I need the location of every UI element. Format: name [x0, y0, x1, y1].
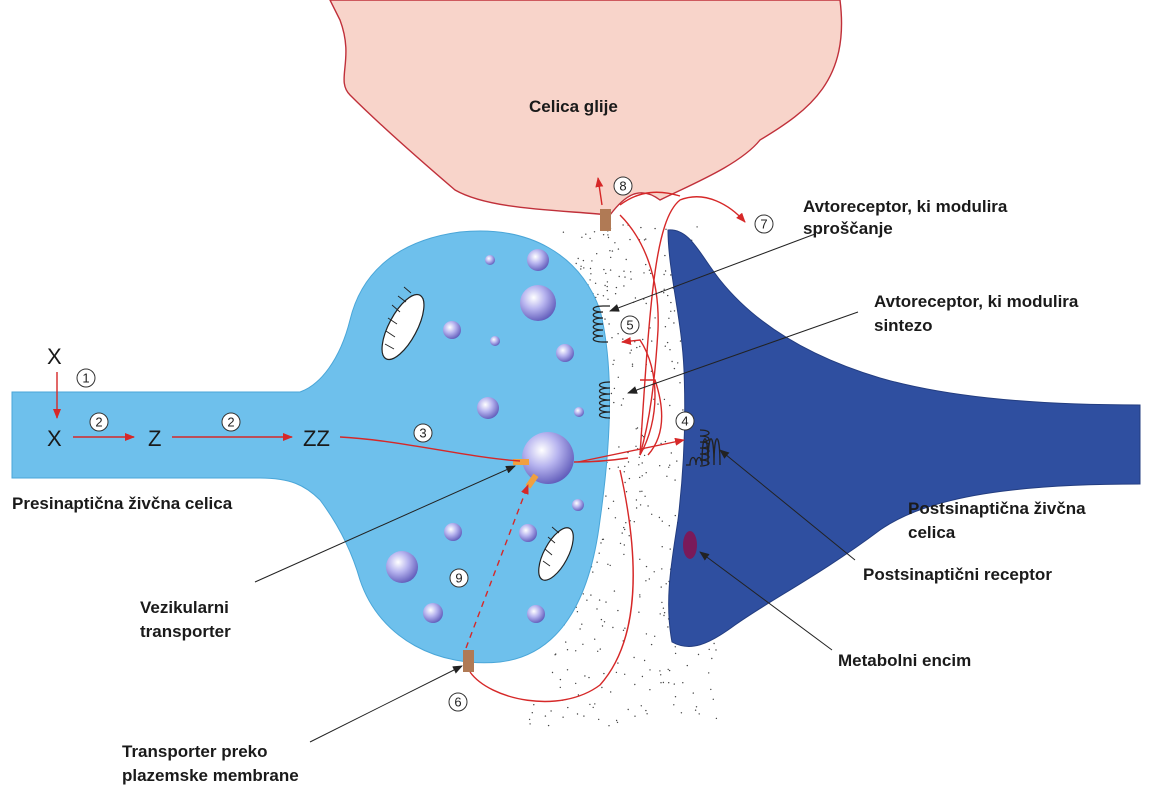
vesicle — [444, 523, 462, 541]
vesicle — [527, 605, 545, 623]
step-marker-7: 7 — [755, 215, 773, 233]
step-marker-6: 6 — [449, 693, 467, 711]
svg-text:2: 2 — [227, 415, 234, 430]
glia-transporter — [600, 209, 611, 231]
label-autoreceptor-release: Avtoreceptor, ki modulira sproščanje — [803, 197, 1012, 238]
label-presynaptic-neuron: Presinaptična živčna celica — [12, 494, 233, 513]
vesicle — [386, 551, 418, 583]
vesicle — [477, 397, 499, 419]
vesicle — [520, 285, 556, 321]
label-vesicular-transporter: Vezikularni transporter — [140, 598, 234, 641]
svg-text:9: 9 — [455, 571, 462, 586]
vesicle — [443, 321, 461, 339]
step-marker-8: 8 — [614, 177, 632, 195]
step-marker-2: 2 — [222, 413, 240, 431]
svg-text:1: 1 — [82, 371, 89, 386]
svg-text:5: 5 — [626, 318, 633, 333]
vesicle-docked — [522, 432, 574, 484]
label-autoreceptor-synthesis: Avtoreceptor, ki modulira sintezo — [874, 292, 1083, 335]
svg-text:6: 6 — [454, 695, 461, 710]
vesicle — [572, 499, 584, 511]
symbol-z: Z — [148, 426, 161, 451]
symbol-x-top: X — [47, 344, 62, 369]
svg-text:8: 8 — [619, 179, 626, 194]
vesicle — [519, 524, 537, 542]
svg-text:7: 7 — [760, 217, 767, 232]
svg-text:3: 3 — [419, 426, 426, 441]
step-marker-4: 4 — [676, 412, 694, 430]
vesicle — [556, 344, 574, 362]
vesicle — [490, 336, 500, 346]
svg-text:4: 4 — [681, 414, 688, 429]
step-marker-5: 5 — [621, 316, 639, 334]
step-marker-2: 2 — [90, 413, 108, 431]
label-postsynaptic-neuron: Postsinaptična živčna celica — [908, 499, 1090, 542]
label-glia-cell: Celica glije — [529, 97, 618, 116]
step-marker-3: 3 — [414, 424, 432, 442]
step-marker-1: 1 — [77, 369, 95, 387]
label-postsynaptic-receptor: Postsinaptični receptor — [863, 565, 1052, 584]
label-metabolic-enzyme: Metabolni encim — [838, 651, 971, 670]
label-membrane-transporter: Transporter preko plazemske membrane — [122, 742, 299, 785]
symbol-zz: ZZ — [303, 426, 330, 451]
vesicle — [574, 407, 584, 417]
plasma-membrane-transporter — [463, 650, 474, 672]
symbol-x-bottom: X — [47, 426, 62, 451]
vesicular-transporter — [513, 459, 529, 465]
metabolic-enzyme — [683, 531, 697, 559]
vesicle — [527, 249, 549, 271]
svg-text:2: 2 — [95, 415, 102, 430]
vesicle — [423, 603, 443, 623]
step-marker-9: 9 — [450, 569, 468, 587]
vesicle — [485, 255, 495, 265]
